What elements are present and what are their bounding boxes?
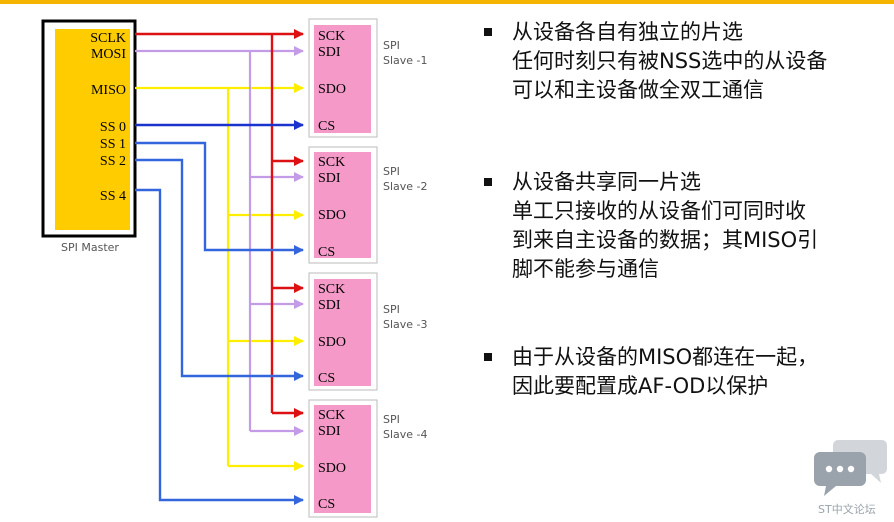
slave-2-pin-cs: CS [318, 245, 335, 260]
slave-1-pin-sck: SCK [318, 29, 345, 44]
bullet-marker [484, 28, 492, 36]
slave-2-pin-sdo: SDO [318, 208, 346, 223]
st-forum-logo: ST中文论坛 [812, 438, 892, 520]
master-pin-sclk: SCLK [90, 31, 126, 46]
bullet-marker [484, 353, 492, 361]
slave-3-pin-sdo: SDO [318, 335, 346, 350]
master-pin-mosi: MOSI [91, 47, 126, 62]
slave-1-pin-cs: CS [318, 119, 335, 134]
slave-4-sub: Slave -4 [383, 428, 428, 441]
bullet-1-line-1: 从设备各自有独立的片选 [512, 20, 743, 44]
chat-bubbles-icon [814, 440, 887, 496]
slave-3-pin-sdi: SDI [318, 298, 341, 313]
slave-1: SCK SDI SDO CS SPI Slave -1 [308, 18, 428, 138]
bullet-2-line-1: 从设备共享同一片选 [512, 170, 701, 194]
slave-4-name: SPI [383, 413, 400, 426]
bullet-1-line-2: 任何时刻只有被NSS选中的从设备 [512, 49, 828, 73]
spi-master: SCLK MOSI MISO SS 0 SS 1 SS 2 SS 4 SPI M… [41, 19, 137, 254]
slave-3: SCK SDI SDO CS SPI Slave -3 [308, 272, 428, 391]
slave-2-sub: Slave -2 [383, 180, 428, 193]
sclk-wires [135, 29, 304, 418]
top-accent-bar [0, 0, 894, 4]
bullet-3-line-1: 由于从设备的MISO都连在一起， [512, 345, 819, 369]
slave-1-pin-sdo: SDO [318, 82, 346, 97]
slave-2-name: SPI [383, 165, 400, 178]
slave-1-pin-sdi: SDI [318, 45, 341, 60]
bullet-2-line-2: 单工只接收的从设备们可同时收 [512, 199, 806, 223]
slave-4: SCK SDI SDO CS SPI Slave -4 [308, 399, 428, 518]
slave-4-pin-sck: SCK [318, 408, 345, 423]
slave-1-sub: Slave -1 [383, 54, 428, 67]
slave-3-pin-sck: SCK [318, 282, 345, 297]
slave-2: SCK SDI SDO CS SPI Slave -2 [308, 146, 428, 264]
master-pin-ss1: SS 1 [100, 137, 126, 152]
master-pin-ss2: SS 2 [100, 154, 126, 169]
slave-4-pin-sdi: SDI [318, 424, 341, 439]
slave-4-pin-sdo: SDO [318, 461, 346, 476]
bullet-1: 从设备各自有独立的片选 任何时刻只有被NSS选中的从设备 可以和主设备做全双工通… [484, 18, 884, 105]
logo-caption: ST中文论坛 [818, 503, 876, 516]
slave-2-pin-sdi: SDI [318, 171, 341, 186]
slave-3-pin-cs: CS [318, 371, 335, 386]
bullet-1-line-3: 可以和主设备做全双工通信 [512, 78, 764, 102]
bullet-2-line-4: 脚不能参与通信 [512, 257, 659, 281]
master-pin-miso: MISO [91, 83, 126, 98]
slave-3-sub: Slave -3 [383, 318, 428, 331]
ss-wires [135, 120, 304, 505]
bullet-3-line-2: 因此要配置成AF-OD以保护 [512, 374, 769, 398]
master-label: SPI Master [61, 241, 119, 254]
slave-2-pin-sck: SCK [318, 155, 345, 170]
slave-3-name: SPI [383, 303, 400, 316]
miso-wires [135, 83, 304, 471]
bullet-2-line-3: 到来自主设备的数据；其MISO引 [512, 228, 819, 252]
bullet-3: 由于从设备的MISO都连在一起， 因此要配置成AF-OD以保护 [484, 343, 884, 401]
mosi-wires [135, 46, 304, 436]
bullet-2: 从设备共享同一片选 单工只接收的从设备们可同时收 到来自主设备的数据；其MISO… [484, 168, 884, 284]
slave-4-pin-cs: CS [318, 497, 335, 512]
master-pin-ss0: SS 0 [100, 120, 126, 135]
bullet-marker [484, 178, 492, 186]
master-pin-ss4: SS 4 [100, 189, 126, 204]
slave-1-name: SPI [383, 39, 400, 52]
